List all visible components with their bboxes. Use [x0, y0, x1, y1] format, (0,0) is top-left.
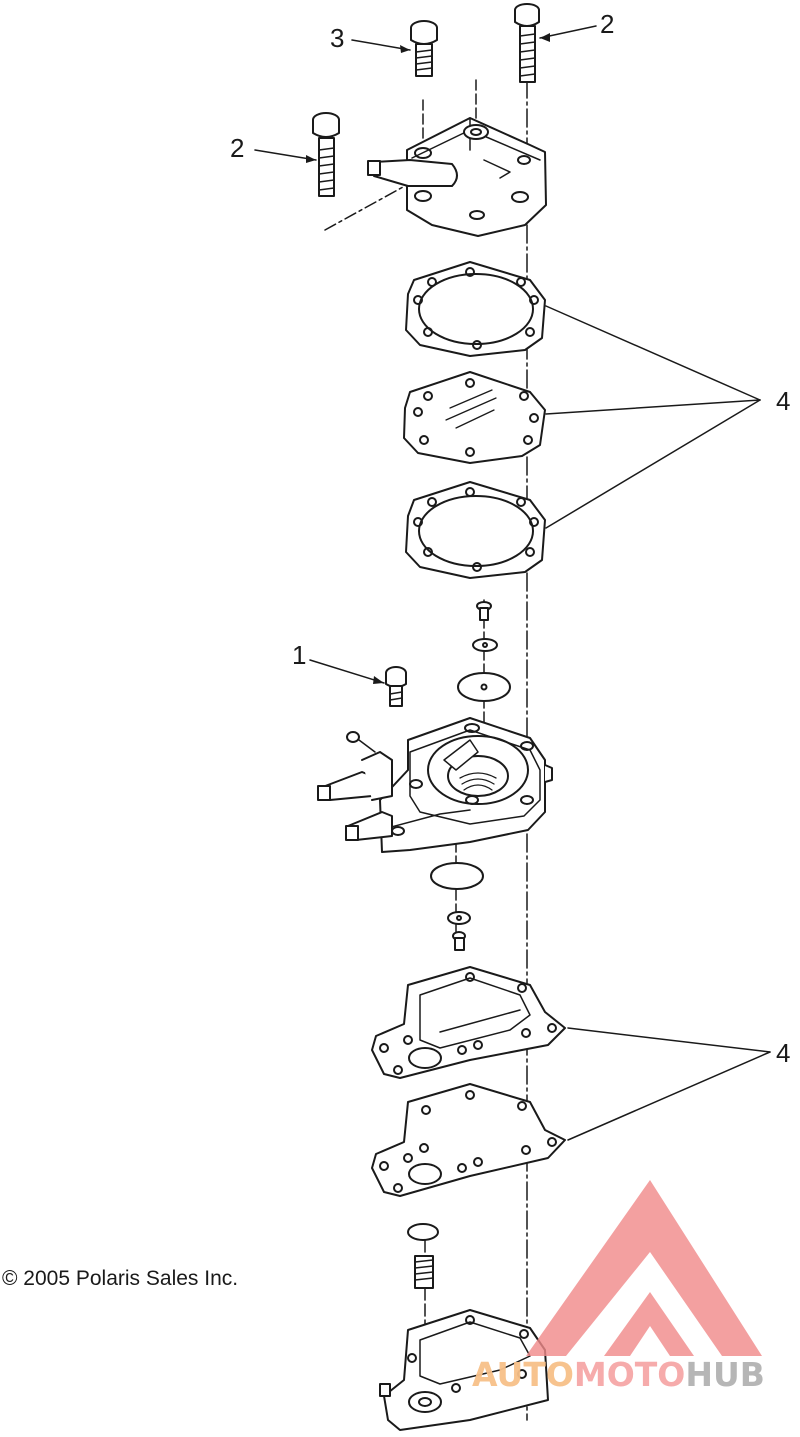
gasket-ring-upper	[405, 261, 546, 357]
copyright-notice: © 2005 Polaris Sales Inc.	[2, 1267, 238, 1290]
watermark-text-auto: AUTO	[472, 1355, 574, 1394]
watermark-triangle	[526, 1180, 762, 1356]
pan-head-screw-top	[410, 20, 438, 77]
valve-screw-lower	[430, 862, 484, 951]
callout-number-4-upper: 4	[776, 386, 790, 416]
pump-base-plate	[379, 1309, 549, 1431]
pump-body	[317, 717, 553, 853]
long-bolt-top-right	[514, 3, 540, 83]
callout-number-4-lower: 4	[776, 1038, 790, 1068]
watermark-text-moto: MOTO	[574, 1355, 685, 1394]
callout-number-2-top: 2	[600, 9, 614, 39]
svg-text:AUTOMOTOHUB: AUTOMOTOHUB	[472, 1355, 765, 1394]
watermark-text-hub: HUB	[685, 1355, 765, 1394]
pump-diaphragm	[403, 371, 546, 464]
leader-arrowheads	[306, 33, 550, 684]
callout-number-1: 1	[292, 640, 306, 670]
long-bolt-left	[312, 112, 340, 197]
pump-top-cover	[367, 117, 547, 237]
callout-leader-lines	[254, 25, 771, 1141]
body-screw	[385, 666, 407, 707]
valve-screw-upper	[457, 601, 511, 702]
gasket-plate-lower-2	[371, 1083, 566, 1197]
check-valve-spring	[407, 1223, 439, 1289]
callout-number-2-left: 2	[230, 133, 244, 163]
gasket-ring-middle	[405, 481, 546, 579]
gasket-plate-lower-1	[371, 966, 566, 1079]
automotohub-watermark-logo: AUTOMOTOHUB	[472, 1180, 765, 1394]
callout-number-3: 3	[330, 23, 344, 53]
